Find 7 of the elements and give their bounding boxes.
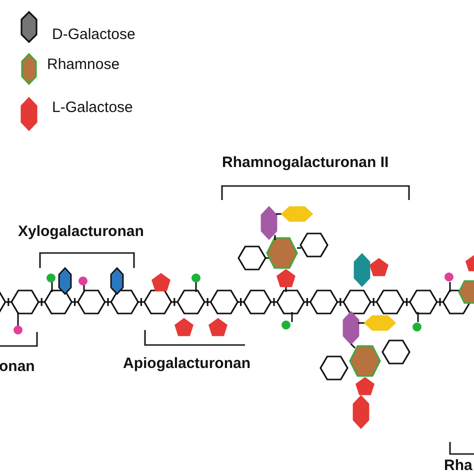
legend-label: D-Galactose (52, 26, 136, 43)
region-label: Rha (444, 457, 472, 474)
region-label: Apiogalacturonan (123, 355, 251, 372)
legend-label: Rhamnose (47, 56, 120, 73)
region-label: Rhamnogalacturonan II (222, 154, 389, 171)
legend-label: L-Galactose (52, 99, 133, 116)
region-label: Xylogalacturonan (18, 223, 144, 240)
